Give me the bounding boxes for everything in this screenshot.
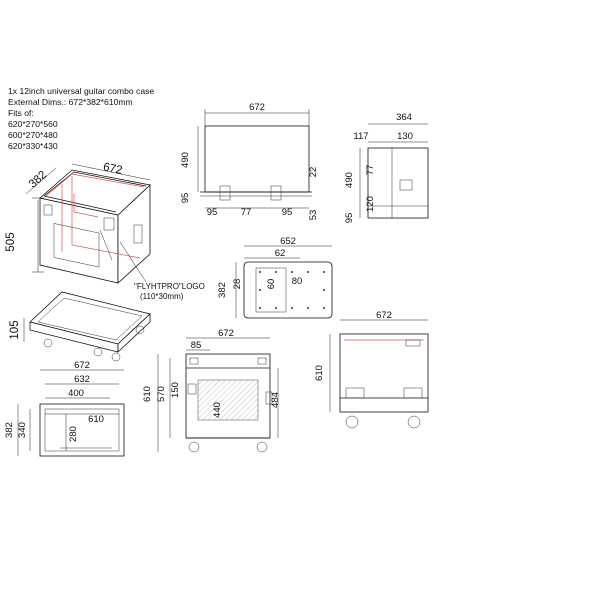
front-top85: 85 [191,340,202,351]
front-top-right22: 22 [308,167,319,178]
front-top-view: 672 490 95 22 95 77 95 53 [180,102,319,220]
front-top-right53: 53 [308,210,319,221]
lid-view: 652 62 60 80 382 28 [217,236,333,319]
side-top-view: 364 117 130 490 77 120 95 [344,112,429,224]
lid-logo60: 60 [266,279,277,290]
fits-of-label: Fits of: [8,108,34,118]
side-top-width: 364 [396,112,412,123]
lid-h382: 382 [217,282,228,298]
plan-view: 672 632 400 610 382 340 280 [4,360,125,457]
side-top-h490: 490 [344,172,355,188]
front-h570: 570 [156,386,167,402]
fit-size-3: 620*330*430 [8,141,58,151]
side-top-left117: 117 [353,131,368,142]
logo-note-text: "FLYHTPRO"LOGO [134,282,205,291]
lid-holes [259,271,325,309]
front-h440: 440 [212,402,223,418]
side-top-h95: 95 [344,213,355,224]
plan-w672: 672 [74,360,90,371]
title-note: 1x 12inch universal guitar combo case [8,86,155,96]
base-height: 105 [9,320,21,339]
side-top-h120: 120 [365,196,376,212]
lid-h28: 28 [232,279,243,290]
base-iso-view: 105 [9,291,151,362]
side-top-right130: 130 [397,131,413,142]
iso-dim-height: 505 [5,232,17,251]
right-width: 672 [376,310,392,321]
front-top-width: 672 [249,102,265,113]
lid-logo80: 80 [292,276,303,287]
front-view: 672 85 610 570 150 440 484 [142,328,281,453]
plan-w610: 610 [88,414,104,425]
logo-callout: "FLYHTPRO"LOGO (110*30mm) [119,241,205,301]
front-top-foot77: 77 [241,207,252,218]
logo-note-size: (110*30mm) [140,292,184,301]
front-h484: 484 [270,392,281,408]
front-h610: 610 [142,386,153,402]
front-h150: 150 [170,382,181,398]
iso-dim-width: 672 [102,161,123,177]
side-top-h77: 77 [365,165,376,176]
right-height: 610 [314,365,325,381]
lid-offset62: 62 [275,248,286,259]
front-top-foot95-left: 95 [207,207,218,218]
external-dims-note: External Dims.: 672*382*610mm [8,97,133,107]
fit-size-1: 620*270*560 [8,119,58,129]
front-top-height: 490 [180,152,191,168]
plan-w632: 632 [74,374,90,385]
fit-size-2: 600*270*480 [8,130,58,140]
plan-d340: 340 [17,422,28,438]
plan-d382: 382 [4,422,15,438]
front-top-foot95-right: 95 [282,207,293,218]
plan-w400: 400 [68,388,84,399]
lid-width: 652 [280,236,296,247]
iso-case-view: 505 382 672 [5,161,151,284]
iso-dim-depth: 382 [27,169,49,191]
plan-d280: 280 [68,426,79,442]
right-view: 672 610 [314,310,429,429]
front-top-h95: 95 [180,193,191,204]
front-width: 672 [218,328,234,339]
